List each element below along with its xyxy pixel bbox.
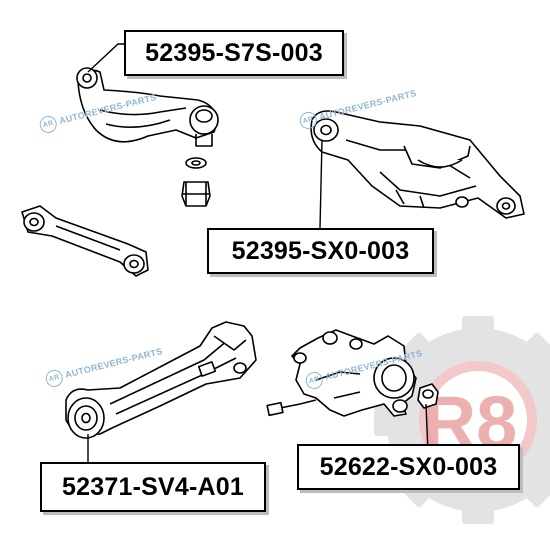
part-label-lower-arm: 52395-SX0-003 <box>207 228 434 274</box>
part-label-upper-arm: 52395-S7S-003 <box>124 30 344 76</box>
knuckle-drawing <box>266 329 439 417</box>
part-label-knuckle: 52622-SX0-003 <box>297 444 520 490</box>
trailing-arm-drawing <box>65 321 257 439</box>
upper-arm-drawing <box>76 67 219 207</box>
part-label-trailing-arm: 52371-SV4-A01 <box>40 462 266 512</box>
lower-arm-drawing <box>310 110 525 219</box>
lateral-link-drawing <box>21 205 149 277</box>
